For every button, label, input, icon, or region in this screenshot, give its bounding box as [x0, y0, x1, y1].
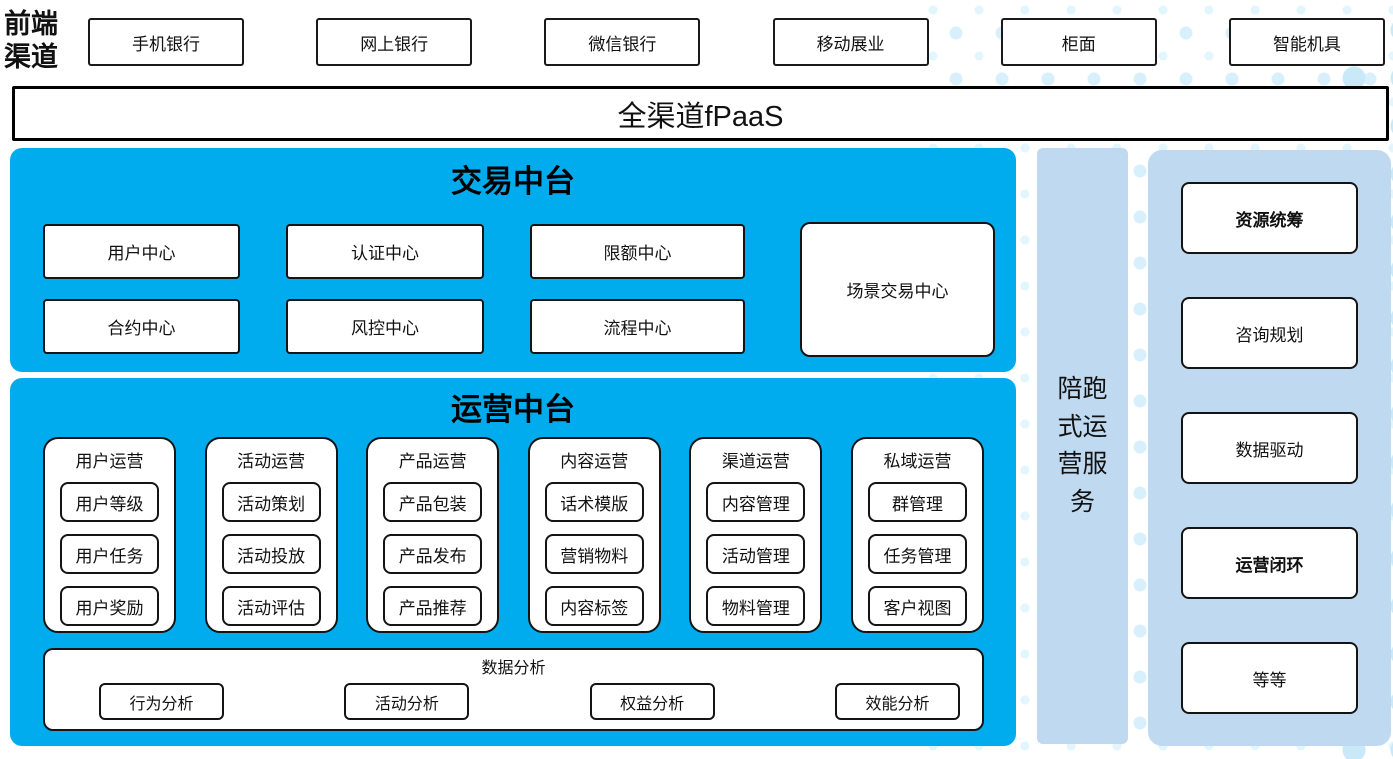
analysis-box-behavior: 行为分析	[99, 683, 224, 720]
ops-group-items: 群管理 任务管理 客户视图	[853, 482, 982, 626]
ops-group-label: 渠道运营	[721, 452, 790, 471]
trade-centers-grid: 用户中心 认证中心 限额中心 合约中心 风控中心 流程中心	[43, 224, 753, 354]
ops-groups-row: 用户运营 用户等级 用户任务 用户奖励 活动运营 活动策划 活动投放 活动评估 …	[43, 437, 984, 633]
panel-card-ops-loop: 运营闭环	[1181, 527, 1358, 599]
ops-item: 客户视图	[867, 586, 967, 626]
ops-group-label: 产品运营	[398, 452, 467, 471]
channel-box-online-banking: 网上银行	[316, 18, 473, 66]
ops-item: 产品推荐	[383, 586, 483, 626]
ops-item: 内容管理	[706, 482, 806, 522]
ops-item: 用户任务	[60, 534, 159, 574]
ops-group-label: 活动运营	[237, 452, 306, 471]
ops-group-items: 内容管理 活动管理 物料管理	[691, 482, 820, 626]
ops-item: 内容标签	[544, 586, 644, 626]
scene-trade-center-box: 场景交易中心	[800, 222, 995, 357]
ops-group-items: 产品包装 产品发布 产品推荐	[368, 482, 497, 626]
ops-item: 活动策划	[221, 482, 321, 522]
ops-platform-section: 运营中台 用户运营 用户等级 用户任务 用户奖励 活动运营 活动策划 活动投放 …	[10, 378, 1016, 746]
service-panel: 资源统筹 咨询规划 数据驱动 运营闭环 等等	[1148, 150, 1391, 746]
ops-group-label: 用户运营	[75, 452, 144, 471]
ops-group-private-domain: 私域运营 群管理 任务管理 客户视图	[850, 437, 984, 633]
center-box-limit: 限额中心	[530, 224, 745, 279]
center-box-contract: 合约中心	[43, 299, 240, 354]
channel-row: 手机银行 网上银行 微信银行 移动展业 柜面 智能机具	[88, 18, 1385, 68]
analysis-box-efficiency: 效能分析	[834, 683, 960, 720]
fpaas-bar: 全渠道fPaaS	[12, 86, 1389, 141]
center-box-user: 用户中心	[43, 224, 240, 279]
data-analysis-box: 数据分析 行为分析 活动分析 权益分析 效能分析	[43, 648, 984, 731]
ops-item: 群管理	[867, 482, 967, 522]
ops-group-activity: 活动运营 活动策划 活动投放 活动评估	[204, 437, 338, 633]
ops-item: 产品发布	[383, 534, 483, 574]
center-box-risk: 风控中心	[286, 299, 484, 354]
ops-item: 用户奖励	[60, 586, 159, 626]
channel-box-wechat-banking: 微信银行	[544, 18, 701, 66]
ops-group-user: 用户运营 用户等级 用户任务 用户奖励	[43, 437, 176, 633]
channel-box-mobile-banking: 手机银行	[88, 18, 244, 66]
ops-item: 物料管理	[706, 586, 806, 626]
ops-group-content: 内容运营 话术模版 营销物料 内容标签	[527, 437, 661, 633]
front-channels-label: 前端渠道	[4, 9, 58, 72]
ops-group-product: 产品运营 产品包装 产品发布 产品推荐	[366, 437, 500, 633]
ops-group-channel: 渠道运营 内容管理 活动管理 物料管理	[689, 437, 823, 633]
panel-card-consulting: 咨询规划	[1181, 297, 1358, 369]
ops-item: 用户等级	[60, 482, 159, 522]
fpaas-bar-label: 全渠道fPaaS	[617, 100, 784, 133]
ops-group-items: 话术模版 营销物料 内容标签	[530, 482, 659, 626]
ops-item: 活动管理	[706, 534, 806, 574]
data-analysis-items: 行为分析 活动分析 权益分析 效能分析	[99, 683, 960, 720]
trade-platform-title: 交易中台	[451, 164, 575, 199]
panel-card-data-driven: 数据驱动	[1181, 412, 1358, 484]
center-box-process: 流程中心	[530, 299, 745, 354]
channel-box-smart-device: 智能机具	[1228, 18, 1385, 66]
channel-box-mobile-sales: 移动展业	[772, 18, 929, 66]
service-strip: 陪跑式运营服务	[1037, 148, 1128, 744]
trade-platform-section: 交易中台 用户中心 认证中心 限额中心 合约中心 风控中心 流程中心 场景交易中…	[10, 148, 1016, 372]
ops-item: 活动投放	[221, 534, 321, 574]
ops-item: 活动评估	[221, 586, 321, 626]
service-strip-label: 陪跑式运营服务	[1057, 375, 1108, 516]
ops-group-items: 活动策划 活动投放 活动评估	[207, 482, 336, 626]
analysis-box-activity: 活动分析	[344, 683, 470, 720]
ops-group-label: 内容运营	[560, 452, 629, 471]
ops-item: 产品包装	[383, 482, 483, 522]
ops-platform-title: 运营中台	[451, 392, 575, 427]
ops-group-label: 私域运营	[883, 452, 952, 471]
ops-item: 话术模版	[544, 482, 644, 522]
ops-group-items: 用户等级 用户任务 用户奖励	[45, 482, 174, 626]
ops-item: 任务管理	[867, 534, 967, 574]
data-analysis-title: 数据分析	[481, 660, 546, 677]
panel-card-resource: 资源统筹	[1181, 182, 1358, 254]
channel-box-counter: 柜面	[1000, 18, 1157, 66]
panel-card-etc: 等等	[1181, 642, 1358, 714]
center-box-auth: 认证中心	[286, 224, 484, 279]
analysis-box-rights: 权益分析	[589, 683, 715, 720]
ops-item: 营销物料	[544, 534, 644, 574]
